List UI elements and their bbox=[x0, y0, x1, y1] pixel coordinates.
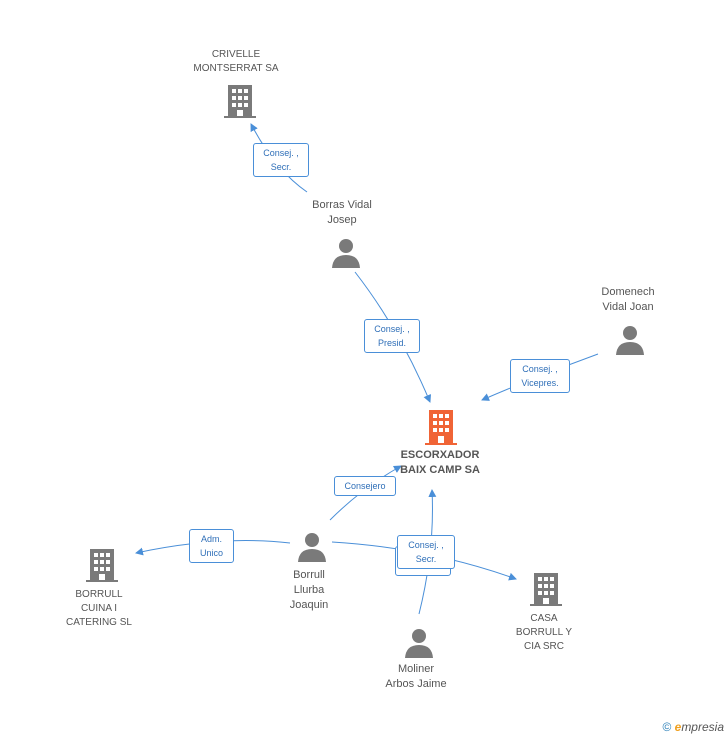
person-icon[interactable] bbox=[297, 532, 327, 562]
node-borrull-joaquin-label[interactable]: Borrull Llurba Joaquin bbox=[289, 569, 329, 611]
copyright-icon: © bbox=[662, 720, 672, 734]
building-icon-focus[interactable] bbox=[425, 409, 457, 445]
node-borras-label[interactable]: Borras Vidal Josep bbox=[312, 199, 372, 226]
node-moliner-label[interactable]: Moliner Arbos Jaime bbox=[385, 663, 447, 690]
node-crivelle-label[interactable]: CRIVELLE MONTSERRAT SA bbox=[193, 49, 279, 74]
node-domenech-label[interactable]: Domenech Vidal Joan bbox=[601, 286, 655, 313]
person-icon[interactable] bbox=[615, 325, 645, 355]
node-escorxador-label[interactable]: ESCORXADOR BAIX CAMP SA bbox=[400, 449, 480, 476]
building-icon[interactable] bbox=[530, 572, 562, 606]
node-casa-borrull-label[interactable]: CASA BORRULL Y CIA SRC bbox=[515, 613, 573, 652]
building-icon[interactable] bbox=[86, 548, 118, 582]
relation-borras-escorxador[interactable]: Consej. , Presid. bbox=[364, 319, 420, 353]
node-borrull-cuina-label[interactable]: BORRULL CUINA I CATERING SL bbox=[66, 589, 132, 628]
relation-joaquin-cuina[interactable]: Adm. Unico bbox=[189, 529, 234, 563]
person-icon[interactable] bbox=[404, 628, 434, 658]
person-icon[interactable] bbox=[331, 238, 361, 268]
brand-logo-e: e bbox=[674, 720, 682, 734]
relation-moliner-escorxador[interactable]: Consej. , Secr. bbox=[397, 535, 455, 569]
relation-crivelle-borras[interactable]: Consej. , Secr. bbox=[253, 143, 309, 177]
building-icon[interactable] bbox=[224, 84, 256, 118]
brand-name: mpresia bbox=[681, 720, 724, 734]
footer-brand: © empresia bbox=[662, 720, 724, 734]
relation-joaquin-escorxador[interactable]: Consejero bbox=[334, 476, 396, 496]
relation-domenech-escorxador[interactable]: Consej. , Vicepres. bbox=[510, 359, 570, 393]
